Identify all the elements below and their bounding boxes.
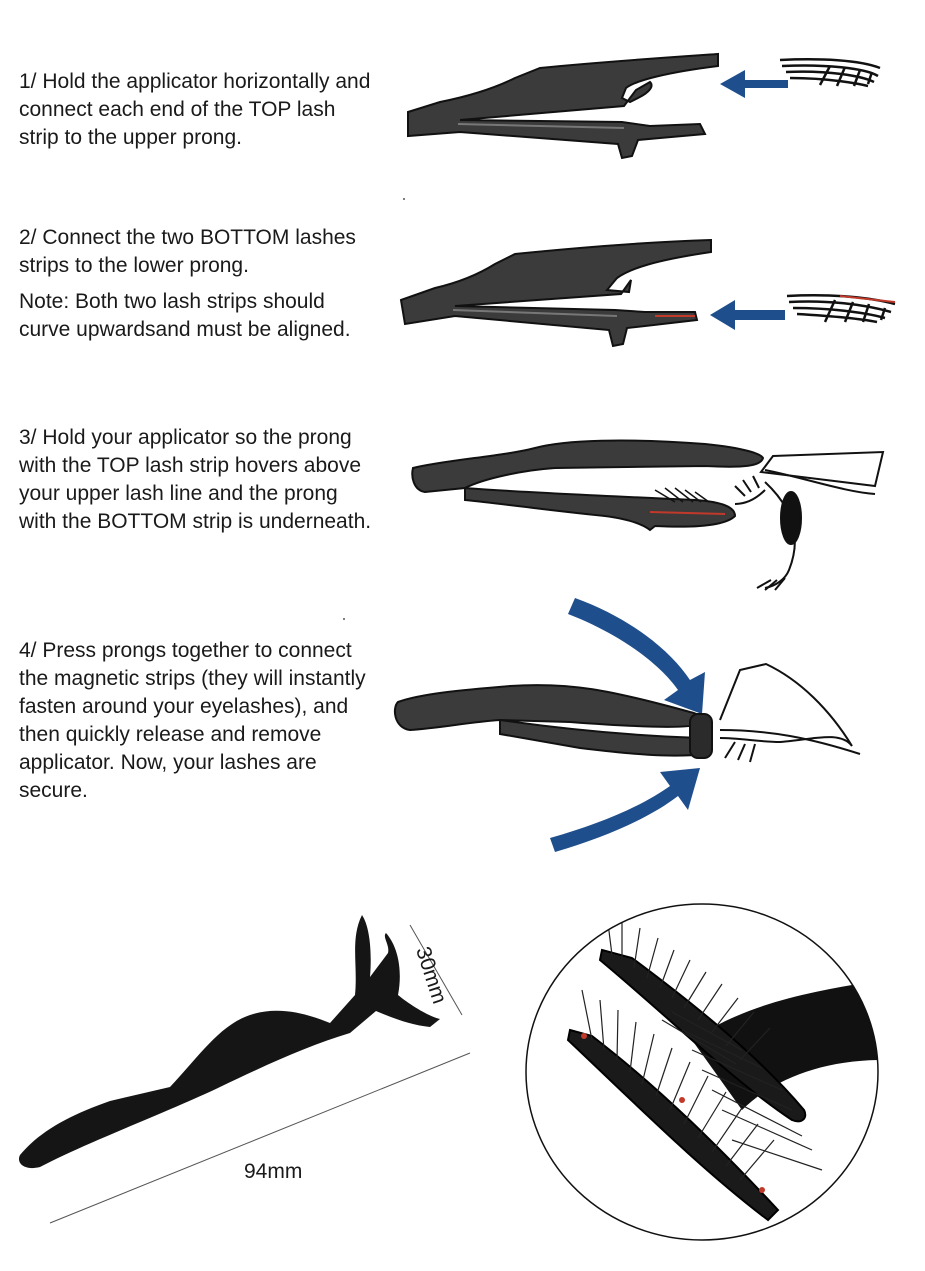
step-4-applicator-illustration — [393, 598, 861, 852]
applicator-shape — [407, 52, 719, 160]
step-1-applicator-illustration — [407, 52, 881, 160]
step-4-text: 4/ Press prongs together to connect the … — [19, 639, 366, 802]
applicator-closed — [393, 684, 702, 732]
step-2-note: Note: Both two lash strips should curve … — [19, 290, 351, 341]
closeup-lash-circle — [525, 903, 879, 1241]
applicator-upper-prong — [411, 439, 765, 494]
lash-hairs — [581, 914, 823, 1181]
arrow-left-icon — [710, 300, 785, 330]
step-3-text: 3/ Hold your applicator so the prong wit… — [19, 426, 372, 533]
lash-strip-icon — [786, 294, 896, 324]
step-1-text: 1/ Hold the applicator horizontally and … — [19, 70, 371, 149]
step-2-text: 2/ Connect the two BOTTOM lashes strips … — [19, 224, 379, 344]
height-dimension-line — [409, 924, 463, 1016]
applicator-shape — [399, 238, 712, 348]
length-dimension-line — [49, 1052, 471, 1224]
arrow-left-icon — [720, 70, 788, 98]
applicator-dimensions-illustration — [18, 915, 471, 1224]
lash-strip-icon — [779, 58, 881, 88]
curved-arrow-down-icon — [568, 598, 705, 714]
step-3-applicator-illustration — [411, 439, 885, 591]
curved-arrow-up-icon — [550, 768, 700, 852]
length-label: 94mm — [244, 1160, 303, 1183]
eye-icon — [719, 662, 861, 763]
applicator-lower-prong — [464, 486, 737, 532]
applicator-product-shape — [18, 915, 441, 1169]
step-2-applicator-illustration — [399, 238, 896, 348]
eye-icon — [734, 450, 885, 591]
